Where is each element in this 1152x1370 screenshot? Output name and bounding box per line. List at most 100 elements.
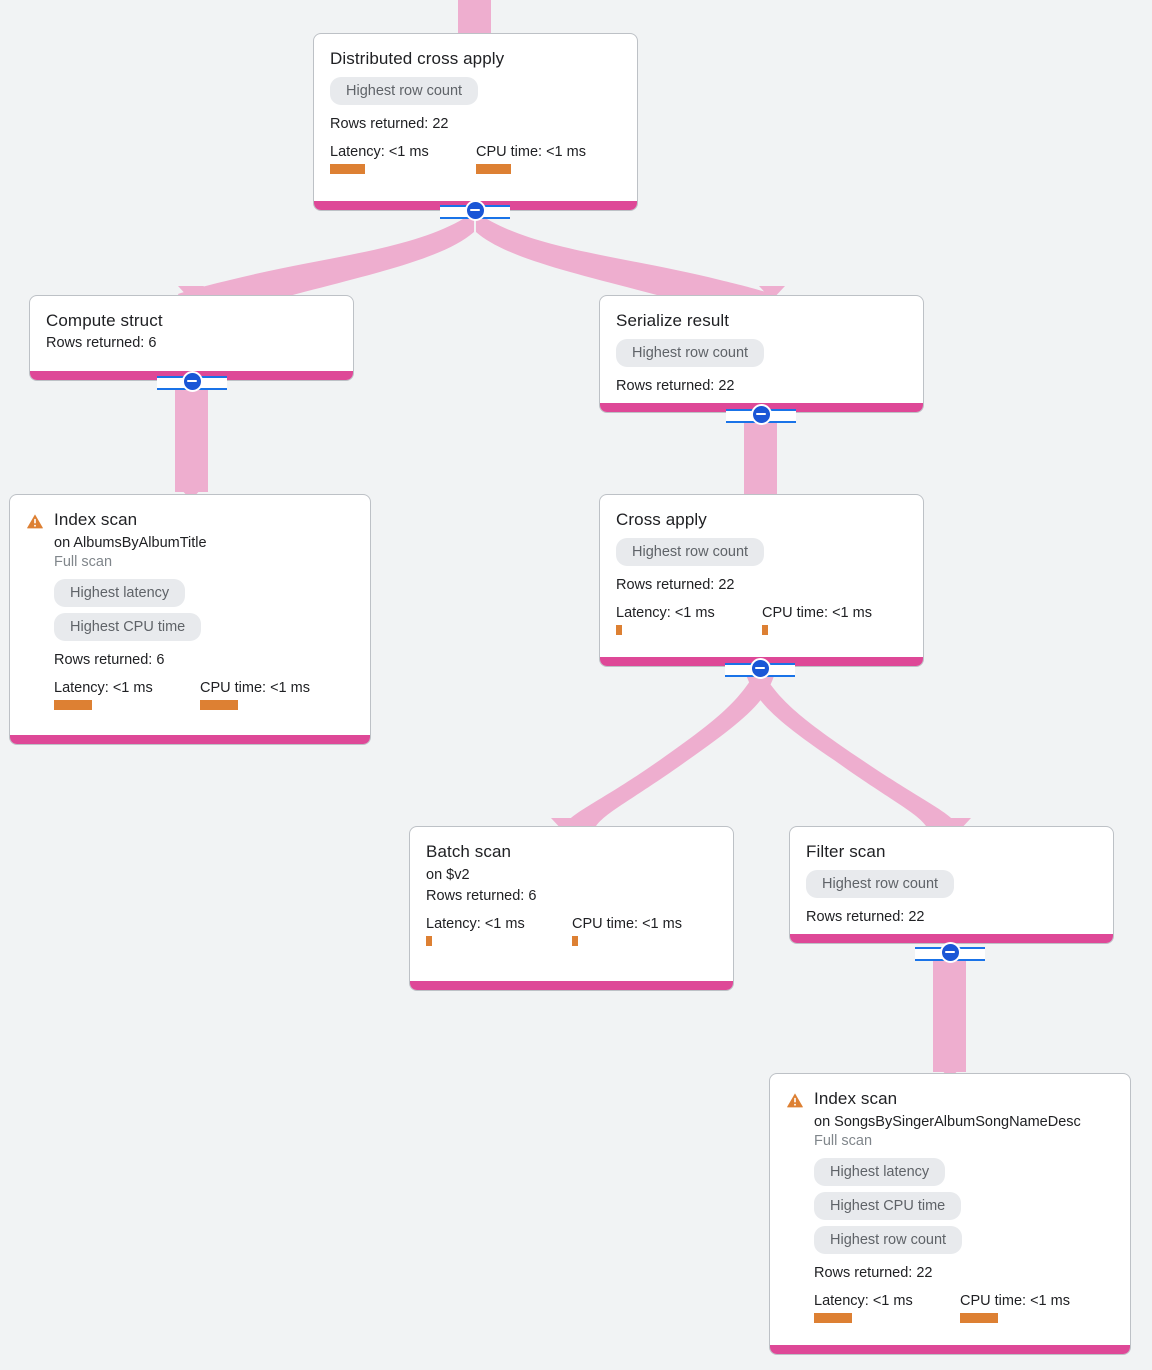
node-title: Serialize result (616, 311, 730, 330)
node-scan-type: Full scan (54, 554, 113, 570)
node-title: Index scan (814, 1089, 898, 1108)
minus-circle-icon (181, 370, 203, 392)
metric-latency-bar (330, 164, 365, 174)
rows-returned: Rows returned: 22 (330, 116, 449, 132)
minus-circle-icon (750, 403, 772, 425)
metric-cpu-bar (476, 164, 511, 174)
edge-filter-scan-to-index-scan (933, 952, 966, 1072)
collapse-button-serialize-result[interactable] (726, 403, 796, 425)
collapse-button-distributed-cross-apply[interactable] (440, 199, 510, 221)
node-header: Batch scan on $v2 Rows returned: 6 Laten… (426, 841, 717, 946)
node-subtitle: on SongsBySingerAlbumSongNameDesc (814, 1114, 1081, 1130)
metric-cpu: CPU time: <1 ms (476, 143, 586, 174)
edge-root-inlet (458, 0, 491, 34)
node-header: Serialize result Highest row count Rows … (616, 310, 907, 396)
edge-cross-apply-to-filter-scan (744, 668, 958, 826)
node-content: Index scan on SongsBySingerAlbumSongName… (814, 1088, 1114, 1323)
node-content: Batch scan on $v2 Rows returned: 6 Laten… (426, 841, 717, 946)
badge-highest-row-count: Highest row count (330, 77, 479, 105)
node-accent-bar (410, 981, 733, 990)
node-content: Distributed cross apply Highest row coun… (330, 48, 621, 174)
minus-glyph (756, 413, 766, 415)
warning-triangle-icon (787, 1093, 803, 1108)
node-content: Compute struct Rows returned: 6 (46, 310, 337, 353)
node-compute-struct[interactable]: Compute struct Rows returned: 6 (29, 295, 354, 381)
metric-cpu: CPU time: <1 ms (572, 915, 682, 946)
metric-latency-bar (54, 700, 92, 710)
metric-cpu-label: CPU time: <1 ms (200, 680, 310, 696)
collapse-button-cross-apply[interactable] (725, 657, 795, 679)
badge-highest-latency: Highest latency (54, 579, 186, 607)
node-cross-apply[interactable]: Cross apply Highest row count Rows retur… (599, 494, 924, 667)
rows-returned: Rows returned: 6 (426, 888, 537, 904)
minus-circle-icon (749, 657, 771, 679)
collapse-button-compute-struct[interactable] (157, 370, 227, 392)
badge-highest-row-count: Highest row count (814, 1226, 963, 1254)
metric-cpu-bar (762, 625, 768, 635)
node-badges: Highest row count (330, 74, 621, 108)
node-title: Index scan (54, 510, 138, 529)
metric-latency-label: Latency: <1 ms (616, 605, 715, 621)
node-title: Distributed cross apply (330, 49, 505, 68)
node-header: Cross apply Highest row count Rows retur… (616, 509, 907, 635)
metric-latency-label: Latency: <1 ms (426, 916, 525, 932)
metric-latency-label: Latency: <1 ms (54, 680, 153, 696)
badge-highest-row-count: Highest row count (806, 870, 955, 898)
rows-returned: Rows returned: 22 (806, 909, 925, 925)
metric-latency-bar (426, 936, 432, 946)
collapse-button-filter-scan[interactable] (915, 941, 985, 963)
warning-triangle-icon (27, 514, 43, 529)
node-filter-scan[interactable]: Filter scan Highest row count Rows retur… (789, 826, 1114, 944)
node-batch-scan[interactable]: Batch scan on $v2 Rows returned: 6 Laten… (409, 826, 734, 991)
rows-returned: Rows returned: 22 (616, 577, 735, 593)
rows-returned: Rows returned: 6 (46, 335, 157, 351)
node-metrics: Latency: <1 ms CPU time: <1 ms (330, 143, 621, 174)
badge-highest-cpu-time: Highest CPU time (54, 613, 202, 641)
node-title: Cross apply (616, 510, 707, 529)
node-title: Filter scan (806, 842, 886, 861)
minus-glyph (945, 951, 955, 953)
node-badges: Highest latency Highest CPU time (54, 576, 354, 644)
edge-compute-struct-to-index-scan (175, 382, 208, 492)
badge-highest-row-count: Highest row count (616, 538, 765, 566)
metric-cpu-label: CPU time: <1 ms (572, 916, 682, 932)
node-content: Index scan on AlbumsByAlbumTitle Full sc… (54, 509, 354, 710)
node-header: Index scan on AlbumsByAlbumTitle Full sc… (26, 509, 354, 710)
node-content: Cross apply Highest row count Rows retur… (616, 509, 907, 635)
metric-cpu-bar (960, 1313, 998, 1323)
node-subtitle: on $v2 (426, 867, 470, 883)
metric-cpu: CPU time: <1 ms (762, 604, 872, 635)
minus-glyph (187, 380, 197, 382)
metric-cpu: CPU time: <1 ms (200, 679, 310, 710)
edge-cross-apply-to-batch-scan (564, 668, 776, 826)
node-serialize-result[interactable]: Serialize result Highest row count Rows … (599, 295, 924, 413)
edge-serialize-result-to-cross-apply (744, 415, 777, 495)
metric-latency-bar (814, 1313, 852, 1323)
metric-latency: Latency: <1 ms (426, 915, 572, 946)
rows-returned: Rows returned: 22 (616, 378, 735, 394)
node-metrics: Latency: <1 ms CPU time: <1 ms (54, 679, 354, 710)
node-metrics: Latency: <1 ms CPU time: <1 ms (616, 604, 907, 635)
node-badges: Highest row count (616, 336, 907, 370)
metric-cpu: CPU time: <1 ms (960, 1292, 1070, 1323)
node-header: Filter scan Highest row count Rows retur… (806, 841, 1097, 927)
rows-returned: Rows returned: 22 (814, 1265, 933, 1281)
node-distributed-cross-apply[interactable]: Distributed cross apply Highest row coun… (313, 33, 638, 211)
node-accent-bar (790, 934, 1113, 943)
node-title: Compute struct (46, 311, 163, 330)
node-badges: Highest latency Highest CPU time Highest… (814, 1155, 1114, 1257)
node-index-scan-songs[interactable]: Index scan on SongsBySingerAlbumSongName… (769, 1073, 1131, 1355)
node-title: Batch scan (426, 842, 512, 861)
badge-highest-cpu-time: Highest CPU time (814, 1192, 962, 1220)
node-index-scan-albums[interactable]: Index scan on AlbumsByAlbumTitle Full sc… (9, 494, 371, 745)
node-content: Filter scan Highest row count Rows retur… (806, 841, 1097, 927)
minus-circle-icon (464, 199, 486, 221)
node-metrics: Latency: <1 ms CPU time: <1 ms (814, 1292, 1114, 1323)
metric-latency: Latency: <1 ms (814, 1292, 960, 1323)
node-badges: Highest row count (806, 867, 1097, 901)
metric-cpu-bar (572, 936, 578, 946)
node-scan-type: Full scan (814, 1133, 873, 1149)
node-metrics: Latency: <1 ms CPU time: <1 ms (426, 915, 717, 946)
minus-glyph (470, 209, 480, 211)
